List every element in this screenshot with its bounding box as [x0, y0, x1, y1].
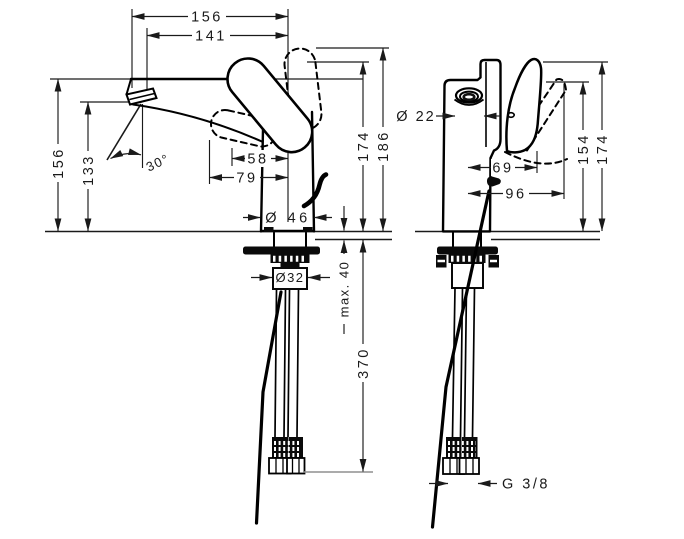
water-stream-line — [106, 103, 142, 161]
popup-lever-side — [486, 176, 501, 187]
handle-lever-side — [505, 57, 543, 154]
dim-handle-reach: 79 — [236, 171, 257, 187]
front-dimensions: 156 141 156 133 30° 58 79 Ø 46 174 — [49, 8, 392, 472]
handle-swing-arc — [504, 151, 568, 165]
dim-axis-to-handle: 69 — [492, 161, 513, 177]
dim-thread: G 3/8 — [502, 477, 550, 493]
base-gaskets — [264, 227, 313, 232]
hose-connector — [288, 437, 303, 458]
dim-axis-to-handle-tip: 96 — [505, 187, 526, 203]
front-view: 156 141 156 133 30° 58 79 Ø 46 174 — [49, 8, 392, 525]
dim-spout-height: 156 — [51, 147, 67, 179]
spout-underside — [132, 103, 264, 143]
side-view: Ø 22 69 96 154 174 G 3/8 — [396, 57, 611, 529]
spout-tip-face — [125, 78, 132, 96]
thread-section — [270, 254, 310, 263]
handle-lowered-dashed — [210, 108, 278, 148]
side-dimensions: Ø 22 69 96 154 174 G 3/8 — [396, 61, 611, 493]
supply-hoses — [268, 289, 306, 475]
dim-height-to-handle: 174 — [356, 130, 372, 162]
mounting-flange — [437, 246, 498, 255]
aerator-top — [453, 87, 485, 106]
mounting-deck — [45, 230, 600, 241]
shank-tube — [452, 231, 482, 248]
drain-pull-rod — [254, 290, 283, 525]
dim-height-handle-raised: 186 — [376, 130, 392, 162]
dim-top-width-overall: 156 — [191, 10, 223, 26]
under-deck-assembly-side — [436, 231, 499, 289]
under-deck-assembly — [243, 231, 320, 290]
mounting-flange — [243, 246, 320, 255]
hose-connector — [462, 437, 478, 458]
dim-height-overall: 174 — [595, 133, 611, 165]
handle-lever — [226, 57, 314, 154]
faucet-body-side — [441, 58, 502, 233]
clamp-clip — [280, 262, 300, 269]
dim-stream-angle: 30° — [144, 151, 172, 175]
dim-handle-to-axis: 58 — [247, 152, 268, 168]
dim-shank-diameter: Ø32 — [275, 270, 304, 285]
aerator-inner-line — [129, 92, 155, 101]
dim-max-deck-thickness: max. 40 — [337, 261, 352, 318]
threaded-shank — [272, 267, 308, 290]
dim-hose-length: 370 — [356, 347, 372, 379]
shank-tube — [273, 231, 307, 248]
supply-hoses-side — [442, 287, 480, 475]
dim-aerator-height: 133 — [81, 154, 97, 186]
thread-section — [448, 254, 486, 263]
dim-height-handle-tip: 154 — [576, 133, 592, 165]
popup-rod-lever — [301, 172, 329, 209]
dim-body-diameter: Ø 46 — [265, 211, 310, 227]
dim-aerator-diameter: Ø 22 — [396, 109, 435, 125]
connector-nut — [458, 457, 480, 475]
dim-top-width-inner: 141 — [195, 29, 227, 45]
connector-nut — [286, 457, 306, 475]
limiter-dot — [506, 111, 515, 119]
